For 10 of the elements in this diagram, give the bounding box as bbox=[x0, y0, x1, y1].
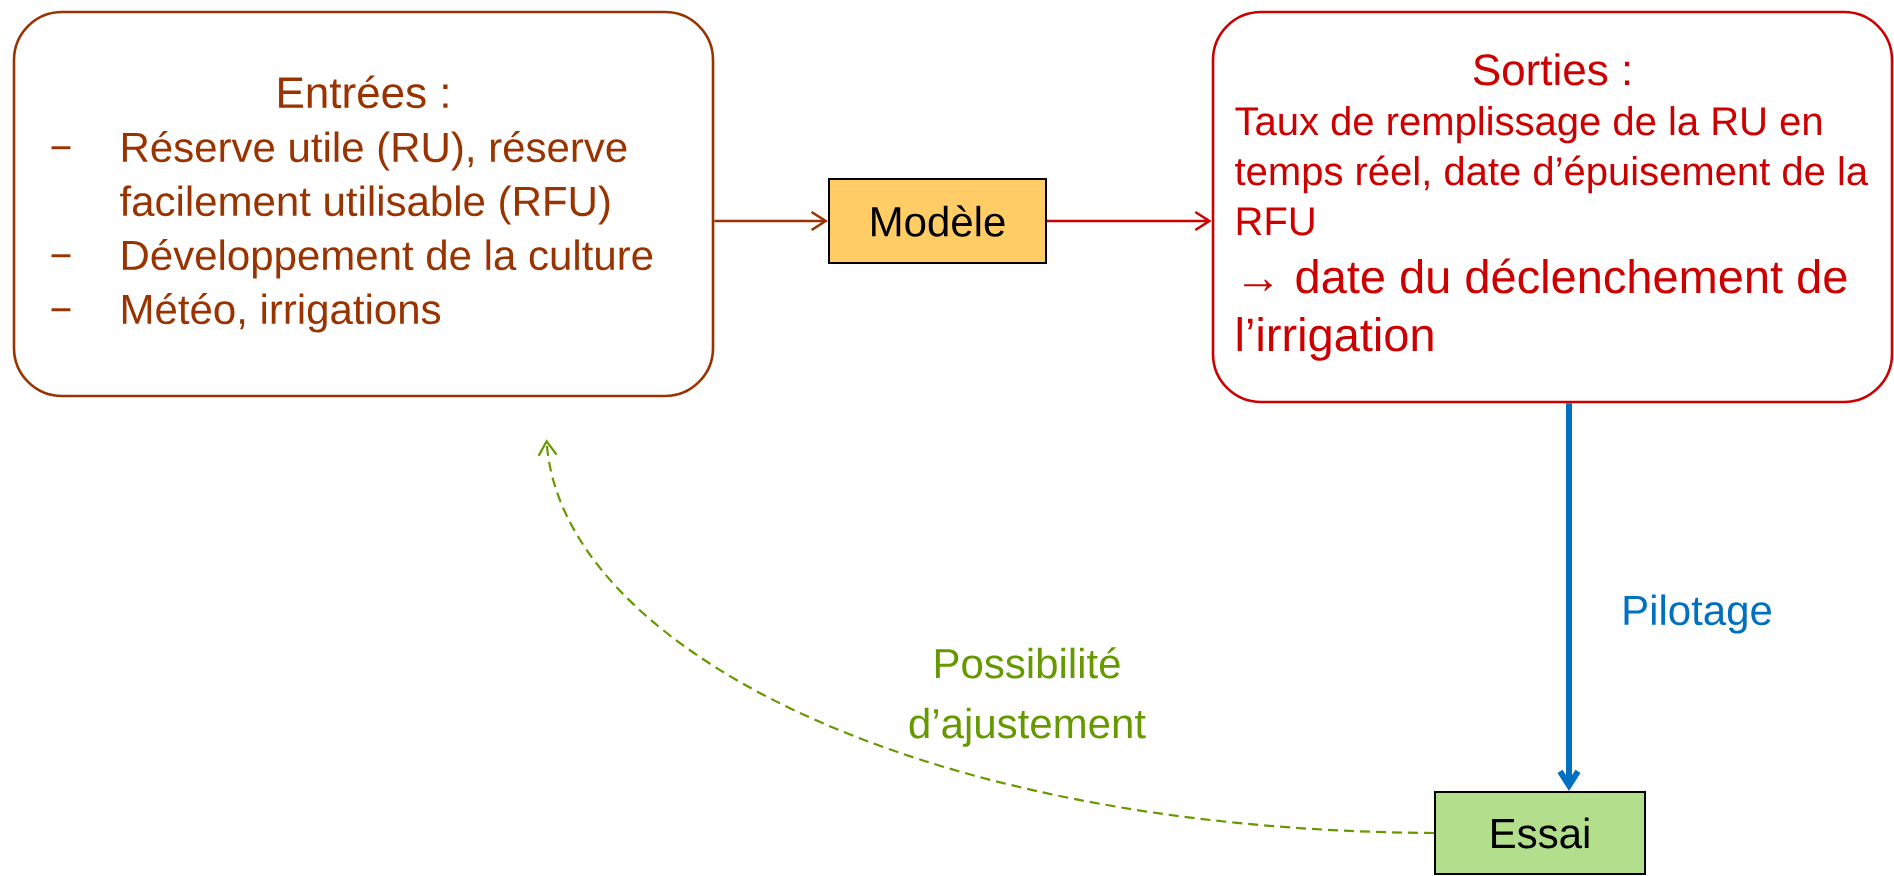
output-box: Sorties : Taux de remplissage de la RU en temps réel, date d’épuisement de la RFU → date du déclenchement de l’irrigation bbox=[1211, 10, 1894, 404]
trial-box: Essai bbox=[1434, 791, 1646, 875]
arrow bbox=[1047, 210, 1212, 232]
arrow bbox=[714, 210, 828, 232]
model-box: Modèle bbox=[828, 178, 1047, 264]
dashed-arrow bbox=[537, 439, 1435, 835]
edge-label: Possibilité d’ajustement bbox=[909, 647, 1146, 747]
edge-label: Pilotage bbox=[1624, 594, 1771, 634]
input-box: Entrées : Réserve utile (RU), réserve facilement utilisable (RFU) Développement de la culture Météo, irrigations bbox=[12, 10, 715, 398]
arrow bbox=[1557, 403, 1581, 791]
